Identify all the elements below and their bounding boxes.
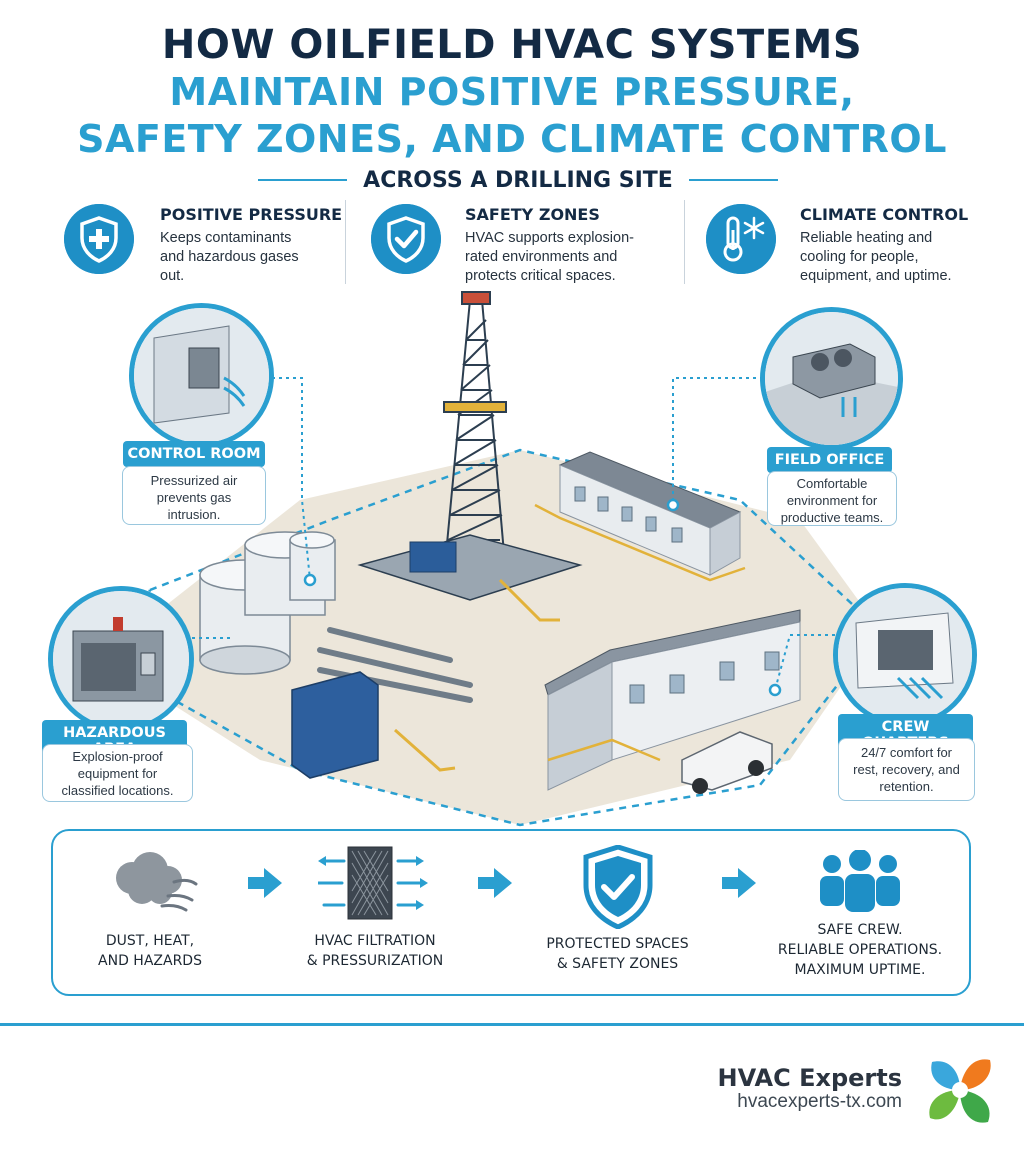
control-room-detail-circle (129, 303, 274, 448)
flow-step-text: DUST, HEAT, (105, 933, 195, 949)
flow-step-label: PROTECTED SPACES & SAFETY ZONES (545, 934, 690, 974)
divider (345, 200, 346, 284)
flow-step-text: SAFE CREW. (817, 922, 903, 938)
page-title: HOW OILFIELD HVAC SYSTEMS (161, 22, 863, 68)
explosion-proof-unit-icon (53, 591, 189, 727)
thermometer-snowflake-icon (706, 204, 776, 274)
arrow-right-icon (478, 868, 512, 898)
crew-quarters-detail-circle (833, 583, 977, 727)
flow-step-label: DUST, HEAT, AND HAZARDS (80, 931, 220, 971)
flow-step-text: HVAC FILTRATION (314, 933, 436, 949)
benefit-text-line: rated environments and (465, 249, 618, 265)
crew-quarters-card: 24/7 comfort for rest, recovery, and ret… (838, 738, 975, 801)
benefit-text: Keeps contaminants and hazardous gases o… (160, 229, 299, 286)
callout-text: prevents gas (156, 490, 232, 505)
subtitle-rule-left (258, 179, 348, 181)
drilling-rig (443, 291, 507, 566)
flow-step-label: SAFE CREW. RELIABLE OPERATIONS. MAXIMUM … (770, 920, 950, 980)
callout-text: environment for (786, 493, 878, 508)
benefit-title: SAFETY ZONES (465, 205, 600, 224)
benefit-title: POSITIVE PRESSURE (160, 205, 343, 224)
benefit-text-line: equipment, and uptime. (800, 268, 952, 284)
shield-check-icon (371, 204, 441, 274)
power-unit (291, 671, 379, 779)
hazardous-area-detail-circle (48, 586, 194, 732)
flow-step-text: AND HAZARDS (98, 953, 202, 969)
field-office-detail-circle (760, 307, 903, 450)
callout-text: intrusion. (167, 507, 221, 522)
benefit-text-line: out. (160, 268, 185, 284)
footer-divider (0, 1023, 1024, 1026)
safety-zone-boundary (118, 448, 882, 827)
benefit-title: CLIMATE CONTROL (800, 205, 969, 224)
flow-step-text: PROTECTED SPACES (546, 936, 689, 952)
page-subtitle: ACROSS A DRILLING SITE (363, 167, 673, 193)
flow-step-label: HVAC FILTRATION & PRESSURIZATION (300, 931, 450, 971)
rig-stairs (498, 578, 560, 622)
shield-check-icon (583, 845, 653, 929)
benefit-text-line: Keeps contaminants (160, 230, 292, 246)
pickup-truck (681, 731, 773, 794)
brand-name: HVAC Experts (717, 1064, 903, 1092)
storage-tanks (199, 531, 336, 675)
piping-manifold (317, 627, 473, 703)
callout-text: 24/7 comfort for (860, 745, 953, 760)
flow-step-text: MAXIMUM UPTIME. (794, 962, 926, 978)
benefit-text-line: Reliable heating and (800, 230, 933, 246)
benefit-text-line: protects critical spaces. (465, 268, 616, 284)
benefit-safety-zones (371, 204, 441, 279)
page-title-line3: SAFETY ZONES, AND CLIMATE CONTROL (77, 117, 947, 161)
brand-logo-icon (929, 1059, 991, 1123)
benefit-text-line: HVAC supports explosion- (465, 230, 634, 246)
control-room-card: Pressurized air prevents gas intrusion. (122, 466, 266, 525)
arrow-right-icon (248, 868, 282, 898)
arrow-right-icon (722, 868, 756, 898)
callout-text: rest, recovery, and (853, 762, 960, 777)
flow-step-text: & SAFETY ZONES (556, 956, 679, 972)
flow-step-text: & PRESSURIZATION (306, 953, 444, 969)
rooftop-ac-unit-icon (765, 312, 898, 445)
field-office-building (534, 451, 746, 582)
crew-quarters-building (544, 609, 801, 791)
callout-text: retention. (879, 779, 934, 794)
wall-ac-unit-icon (134, 308, 269, 443)
callout-text: Comfortable (796, 476, 868, 491)
filter-icon (318, 846, 428, 920)
benefit-text-line: cooling for people, (800, 249, 919, 265)
callout-text: productive teams. (780, 510, 884, 525)
benefit-text-line: and hazardous gases (160, 249, 299, 265)
shield-plus-icon (64, 204, 134, 274)
benefit-climate-control (706, 204, 776, 279)
drilling-site-illustration (118, 291, 882, 827)
hazardous-area-card: Explosion-proof equipment for classified… (42, 744, 193, 802)
team-icon (820, 850, 900, 912)
brand-url[interactable]: hvacexperts-tx.com (737, 1091, 902, 1112)
benefit-text: Reliable heating and cooling for people,… (800, 229, 952, 286)
callout-text: classified locations. (61, 783, 174, 798)
process-flow-panel (51, 829, 971, 996)
divider (684, 200, 685, 284)
subtitle-row: ACROSS A DRILLING SITE (258, 165, 779, 195)
field-office-card: Comfortable environment for productive t… (767, 471, 897, 526)
manifold-stairs (394, 728, 456, 772)
field-office-tag: FIELD OFFICE (767, 447, 892, 473)
page-title-line2: MAINTAIN POSITIVE PRESSURE, (169, 70, 855, 114)
benefit-text: HVAC supports explosion- rated environme… (465, 229, 634, 286)
control-room-tag: CONTROL ROOM (123, 441, 265, 467)
subtitle-rule-right (688, 179, 779, 181)
callout-text: equipment for (77, 766, 158, 781)
flow-step-text: RELIABLE OPERATIONS. (777, 942, 943, 958)
benefit-positive-pressure (64, 204, 134, 279)
window-ac-unit-icon (838, 588, 972, 722)
rig-engine (409, 541, 457, 573)
callout-text: Explosion-proof (72, 749, 163, 764)
dust-cloud-icon (116, 852, 198, 912)
callout-text: Pressurized air (150, 473, 238, 488)
